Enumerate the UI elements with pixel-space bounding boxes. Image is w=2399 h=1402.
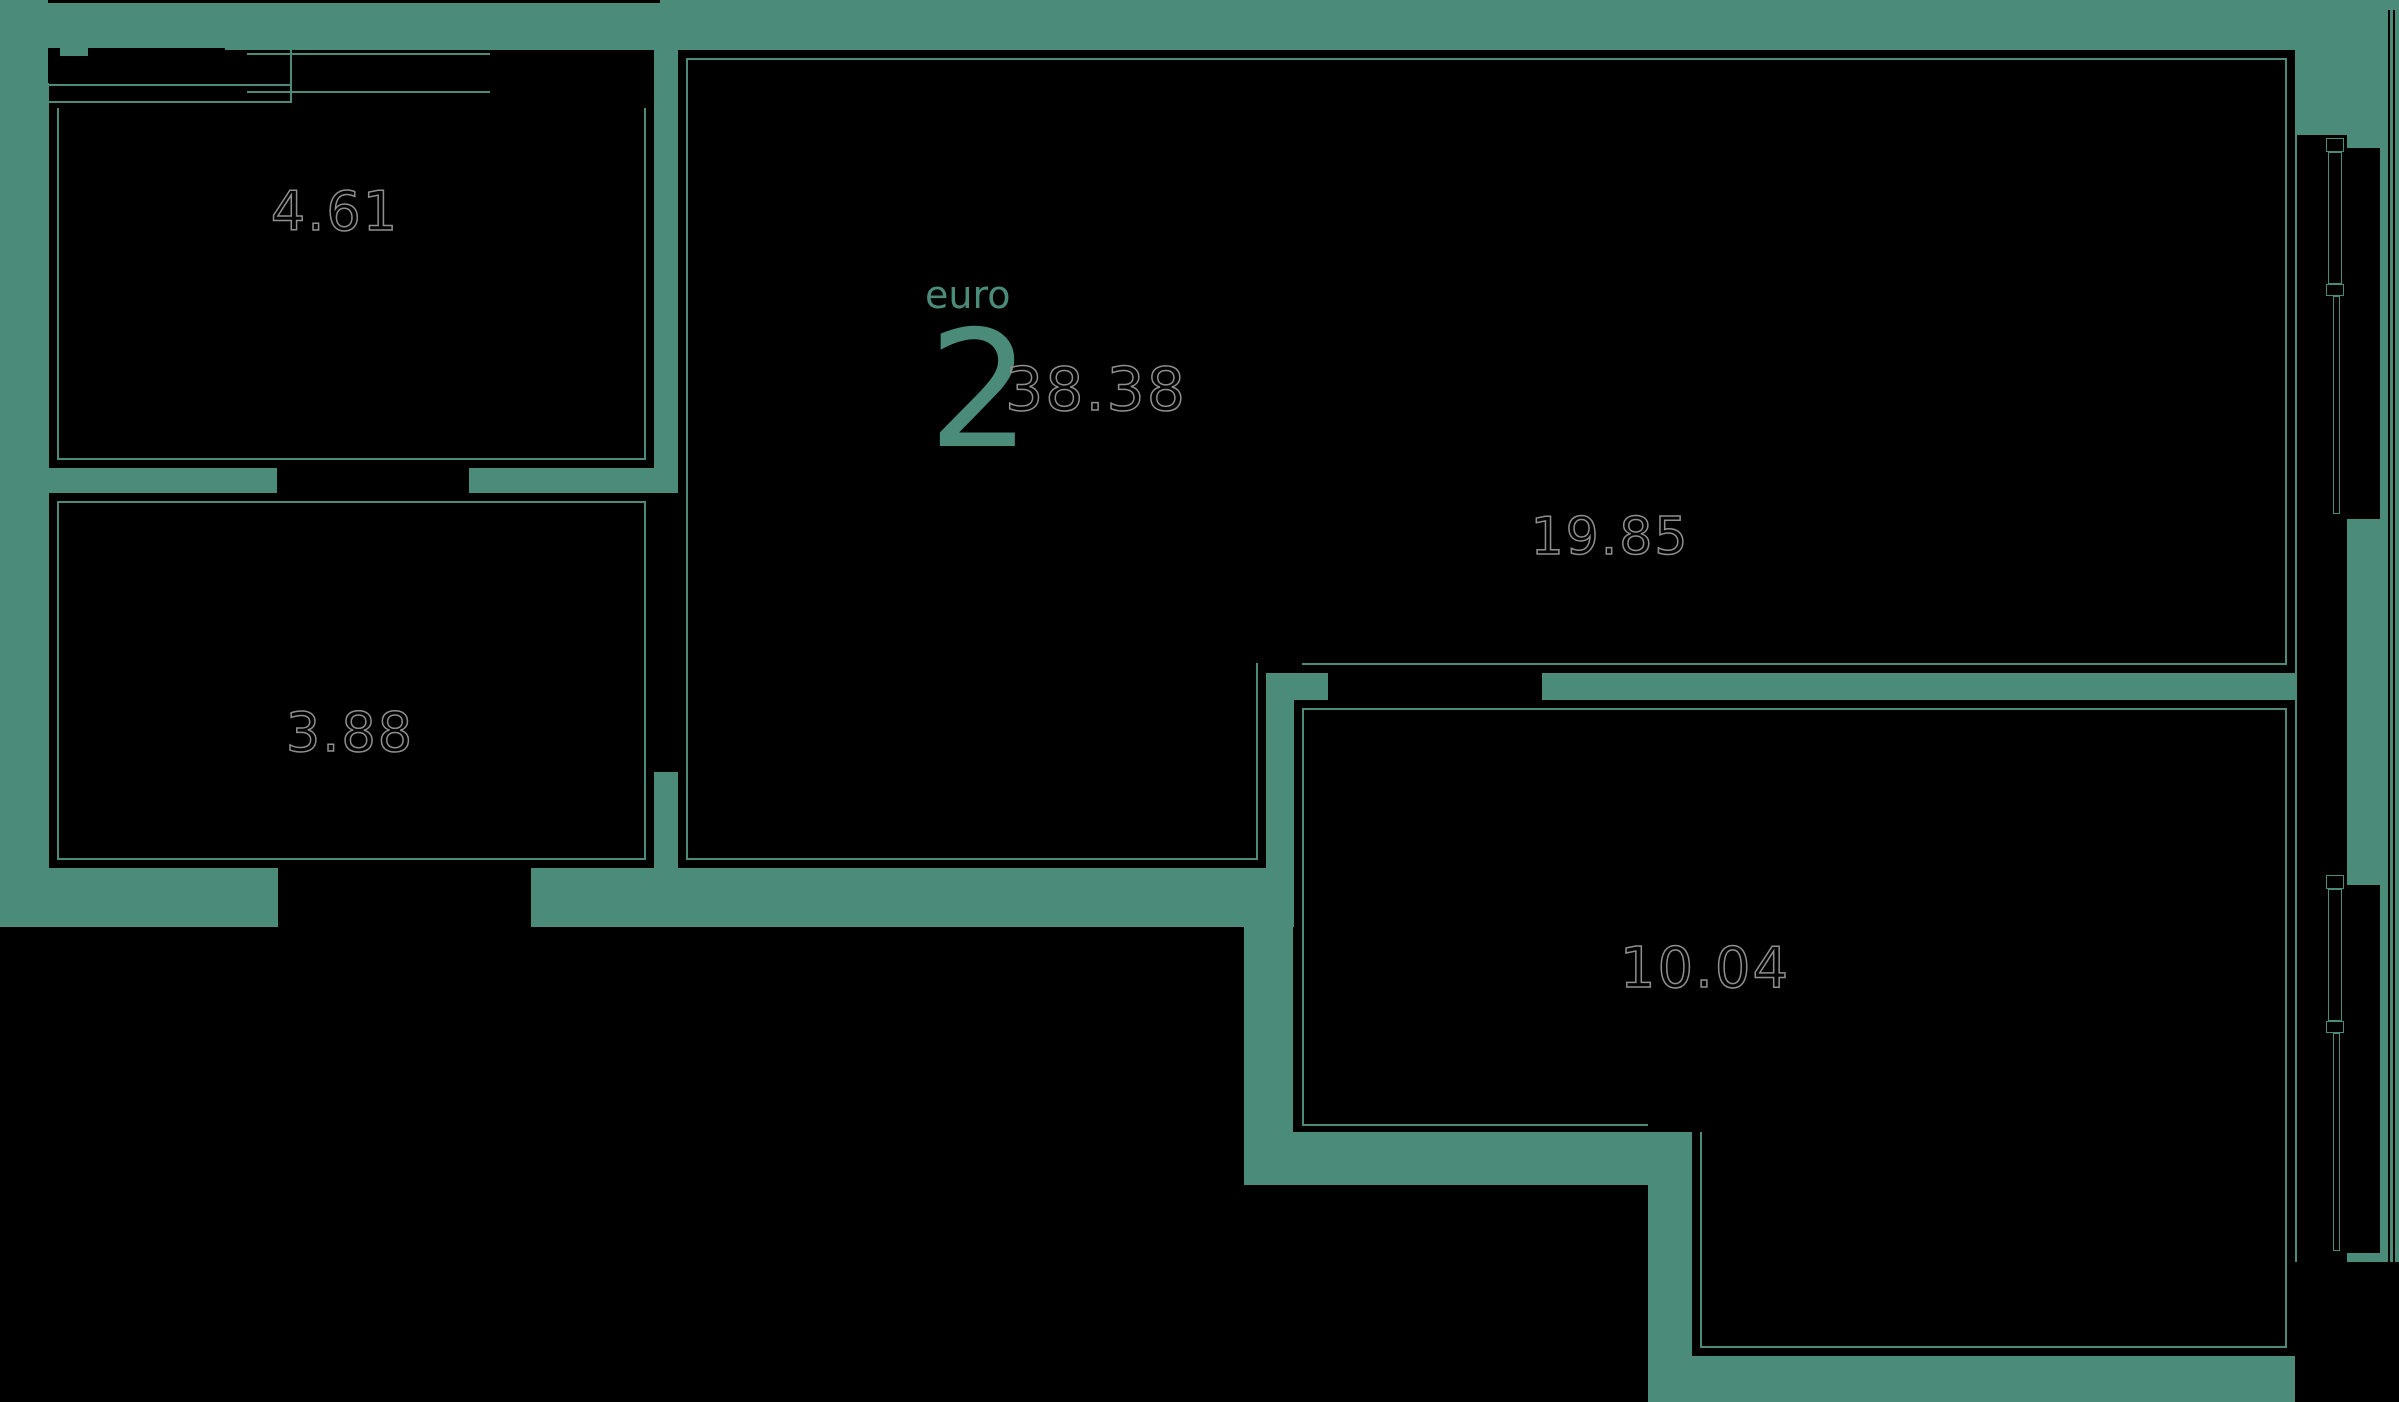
shaft-line-2 <box>247 91 490 93</box>
wall-top-band <box>0 0 2399 50</box>
room-label-bedroom: 10.04 <box>1619 936 1791 1001</box>
plan-rooms-count: 2 <box>928 297 1032 485</box>
hallway-inner-top <box>57 501 646 503</box>
bathroom-inner-bottom <box>57 458 646 460</box>
entry-door-notch <box>60 48 88 56</box>
window-living-sash-upper <box>2328 152 2342 284</box>
window-bedroom-sash-lower <box>2333 1033 2340 1251</box>
living-inner-left <box>686 58 688 860</box>
window-living-slab <box>2345 148 2380 519</box>
bedroom-inner-right <box>2285 708 2287 1348</box>
bedroom-inner-step-top <box>1302 1124 1648 1126</box>
room-label-bathroom: 4.61 <box>270 180 400 243</box>
hallway-inner-bottom <box>57 858 646 860</box>
entry-finish-line-2 <box>49 101 292 103</box>
balcony-line-inner <box>2393 10 2395 1262</box>
bathroom-inner-right <box>644 108 646 460</box>
window-living-sash-junction <box>2326 284 2344 296</box>
wall-step-horizontal <box>1244 1132 1692 1185</box>
bathroom-inner-left <box>57 108 59 460</box>
wall-bath-bottom-right <box>469 468 678 493</box>
window-living-sash-lower <box>2333 296 2340 514</box>
window-bedroom-slab <box>2345 885 2380 1253</box>
living-inner-top <box>686 58 2287 60</box>
entry-finish-line-v <box>290 48 292 103</box>
balcony-line-outer <box>2388 10 2390 1262</box>
room-label-hallway: 3.88 <box>285 701 415 764</box>
window-bedroom-sash-junction <box>2326 1021 2344 1033</box>
living-inner-right <box>2285 58 2287 665</box>
bedroom-inner-left <box>1302 708 1304 1124</box>
hallway-inner-left <box>57 501 59 860</box>
plan-total-area: 38.38 <box>1004 355 1187 425</box>
bedroom-inner-bottom <box>1700 1346 2287 1348</box>
wall-bedroom-divider <box>1266 673 1294 927</box>
room-label-living-kitchen: 19.85 <box>1530 507 1690 567</box>
window-living-sash-top-cap <box>2326 138 2344 152</box>
wall-bedroom-top-right <box>1542 673 2295 700</box>
wall-step-vertical <box>1648 1185 1692 1402</box>
wall-bedroom-bottom <box>1692 1356 2295 1402</box>
window-bedroom-sash-top-cap <box>2326 875 2344 889</box>
living-inner-bottom-right <box>1302 663 2287 665</box>
bedroom-inner-top <box>1302 708 2287 710</box>
living-inner-divider <box>1256 663 1258 860</box>
bedroom-inner-step-right <box>1700 1132 1702 1348</box>
living-inner-bottom-left <box>686 858 1258 860</box>
wall-hall-bottom-right <box>531 868 1293 927</box>
window-bedroom-sash-upper <box>2328 889 2342 1021</box>
wall-bedroom-top-left <box>1294 673 1328 700</box>
shaft-line-1 <box>247 53 490 55</box>
wall-bath-living-divider <box>654 50 678 493</box>
wall-hall-bottom-left <box>0 868 278 927</box>
outer-edge-line <box>48 0 660 3</box>
wall-bath-bottom-left <box>49 468 277 493</box>
wall-left-band <box>0 50 49 927</box>
hallway-inner-right <box>644 501 646 860</box>
entry-finish-line-1 <box>49 84 292 86</box>
plan-type-label: euro <box>925 273 1011 317</box>
